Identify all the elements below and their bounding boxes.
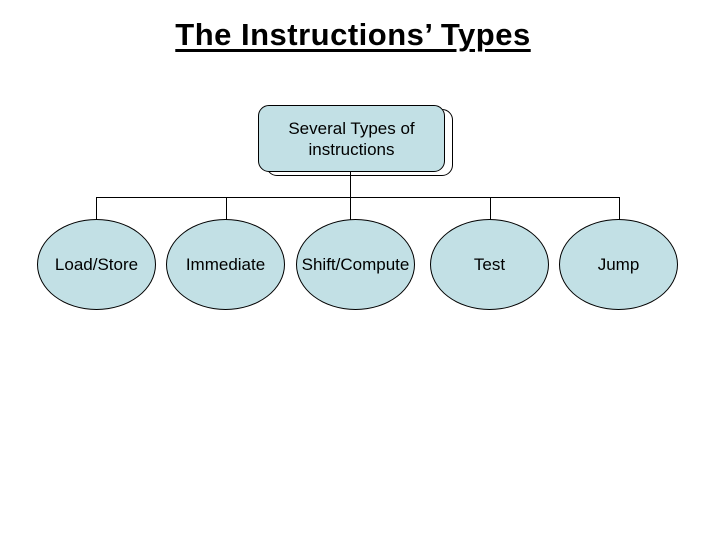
slide-title: The Instructions’ Types: [0, 17, 706, 53]
connector-drop-shift-compute: [350, 198, 351, 220]
root-node: Several Types of instructions: [258, 105, 445, 172]
node-shift-compute: Shift/Compute: [296, 219, 415, 310]
connector-drop-jump: [619, 198, 620, 220]
node-test: Test: [430, 219, 549, 310]
connector-drop-test: [490, 198, 491, 220]
node-immediate: Immediate: [166, 219, 285, 310]
connector-drop-immediate: [226, 198, 227, 220]
node-load-store: Load/Store: [37, 219, 156, 310]
node-jump: Jump: [559, 219, 678, 310]
connector-crossbar: [96, 197, 620, 198]
connector-stem: [350, 172, 351, 197]
connector-drop-load-store: [96, 198, 97, 220]
slide-title-text: The Instructions’ Types: [175, 17, 531, 52]
